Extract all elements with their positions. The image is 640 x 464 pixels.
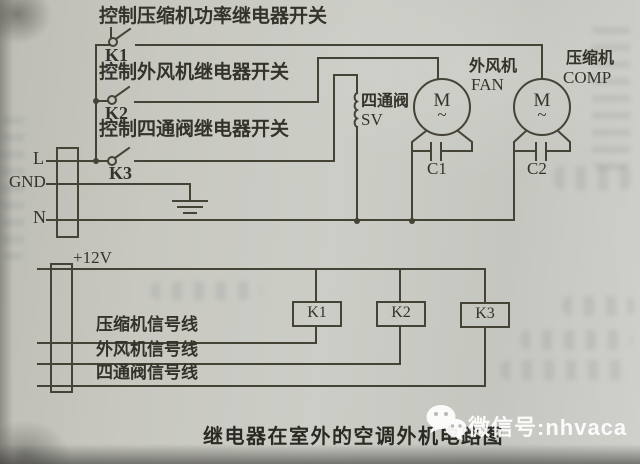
compressor-motor-ac-symbol: ~ <box>537 105 547 124</box>
switch-k3-symbol <box>93 74 358 166</box>
ink-bleedthrough <box>2 110 24 260</box>
ground-wire <box>46 183 191 201</box>
capacitor-c1-symbol <box>430 142 442 161</box>
mains-terminal-block <box>56 147 79 238</box>
capacitor-c1-label: C1 <box>427 159 447 178</box>
figure-caption: 继电器在室外的空调外机电路图 <box>203 426 504 448</box>
terminal-ground-label: GND <box>9 172 46 191</box>
wechat-icon <box>426 405 467 440</box>
compressor-motor-symbol <box>513 78 571 161</box>
neutral-bus-wire <box>46 129 528 221</box>
fan-code-label: FAN <box>471 75 504 94</box>
valve-code-label: SV <box>361 110 383 129</box>
ink-bleedthrough <box>150 282 262 300</box>
switch-k3-label: K3 <box>109 163 133 183</box>
switch2-caption: 控制外风机继电器开关 <box>99 62 290 83</box>
compressor-signal-label: 压缩机信号线 <box>96 315 198 334</box>
capacitor-c2-label: C2 <box>527 159 547 178</box>
compressor-signal-wire <box>37 325 317 344</box>
relay-k1-label: K1 <box>307 304 327 321</box>
ink-bleedthrough <box>520 330 632 350</box>
ink-bleedthrough <box>500 360 632 380</box>
fan-signal-label: 外风机信号线 <box>96 340 198 359</box>
signal-terminal-block <box>50 263 73 393</box>
switch-k2-symbol <box>93 57 439 105</box>
relay-feed-wires <box>315 268 401 303</box>
switch3-caption: 控制四通阀继电器开关 <box>99 119 290 140</box>
supply-12v-label: +12V <box>73 248 112 267</box>
compressor-name-label: 压缩机 <box>566 50 615 67</box>
terminal-live-label: L <box>33 148 44 168</box>
valve-signal-wire <box>37 326 486 387</box>
valve-signal-label: 四通阀信号线 <box>96 363 198 382</box>
solenoid-coil-sv <box>353 91 360 224</box>
supply-12v-wire <box>37 268 486 304</box>
switch-k1-label: K1 <box>105 45 129 65</box>
photo-bottom-shadow <box>0 444 640 464</box>
switch1-caption: 控制压缩机功率继电器开关 <box>99 6 328 27</box>
fan-signal-wire <box>37 325 401 365</box>
watermark-wechat-id: 微信号:nhvaca <box>468 415 628 440</box>
relay-k2-label: K2 <box>391 304 411 321</box>
circuit-wiring <box>37 27 571 393</box>
fan-motor-symbol <box>409 78 473 224</box>
valve-name-label: 四通阀 <box>361 93 410 110</box>
relay-k3-label: K3 <box>475 305 495 322</box>
earth-ground-icon <box>172 200 208 214</box>
fan-name-label: 外风机 <box>469 58 518 75</box>
ink-bleedthrough <box>562 296 634 316</box>
photo-left-shadow <box>0 0 13 464</box>
compressor-motor-letter: M <box>533 90 551 111</box>
ink-bleedthrough <box>592 22 630 170</box>
terminal-neutral-label: N <box>33 207 46 227</box>
capacitor-c2-symbol <box>535 142 547 161</box>
fan-motor-letter: M <box>433 90 451 111</box>
switch-k2-label: K2 <box>105 103 129 123</box>
fan-motor-ac-symbol: ~ <box>437 105 447 124</box>
switch-k1-symbol <box>95 27 543 80</box>
ink-bleedthrough <box>554 166 632 190</box>
compressor-code-label: COMP <box>563 68 612 87</box>
